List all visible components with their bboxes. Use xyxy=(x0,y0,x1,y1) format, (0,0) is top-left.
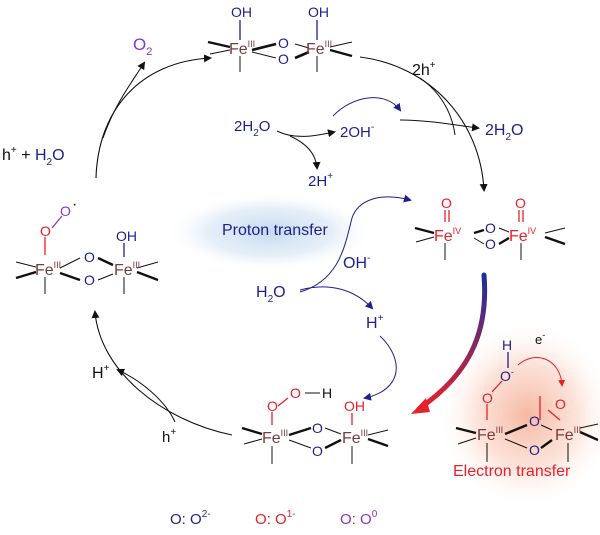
right-fe-right: FeIV xyxy=(509,226,536,245)
top-oh-right: OH xyxy=(308,4,329,20)
et-h: H xyxy=(502,337,512,353)
et-o-hydroxide: O- xyxy=(500,367,514,384)
o2-release-arrow xyxy=(102,61,146,139)
water-split-arrow-b xyxy=(289,135,321,170)
left-o-bound: O xyxy=(40,223,51,239)
label-two-proton-center: 2H+ xyxy=(308,171,333,190)
top-bridge-o-upper: O xyxy=(278,35,289,51)
two-h2o-out-arrow xyxy=(399,119,480,132)
h-plus-to-intermediate-arrow xyxy=(363,335,397,401)
label-electron: e- xyxy=(535,330,545,347)
left-fe-right: FeIII xyxy=(114,260,140,279)
label-two-water-right: 2H2O xyxy=(485,122,523,143)
right-fe-left: FeIV xyxy=(434,226,461,245)
label-water-center: H2O xyxy=(256,284,286,305)
et-bridge-o-upper: O xyxy=(529,413,540,429)
right-bridge-o-upper: O xyxy=(485,220,496,236)
left-fe-left: FeIII xyxy=(35,260,61,279)
legend: O: O2- O: O1- O: O0 xyxy=(170,509,378,528)
left-o-radical: · xyxy=(72,196,77,213)
bottom-h: H xyxy=(322,385,332,401)
label-electron-transfer: Electron transfer xyxy=(453,463,571,480)
et-o-right-top: O xyxy=(555,396,566,412)
water-to-h-plus-arrow xyxy=(299,286,374,310)
legend-item-oxide: O: O2- xyxy=(170,509,211,528)
bottom-o-terminal: O xyxy=(290,385,301,401)
legend-item-dioxygen: O: O0 xyxy=(340,509,378,528)
left-oh: OH xyxy=(116,228,137,244)
label-o2: O2 xyxy=(133,35,152,58)
complex-left xyxy=(15,215,159,294)
complex-top xyxy=(207,20,353,72)
right-bridge-o-lower: O xyxy=(485,236,496,252)
et-o-left-top: O xyxy=(482,390,493,406)
top-bridge-o-lower: O xyxy=(278,51,289,67)
label-two-water-center: 2H2O xyxy=(234,118,270,139)
label-h-plus-water: h+ + H2O xyxy=(2,145,65,168)
right-oxo-right: O xyxy=(515,195,526,211)
cycle-arrow-bottom-left xyxy=(91,310,233,436)
electron-step-arrow-head xyxy=(411,398,430,414)
et-fe-right: FeIII xyxy=(555,425,581,444)
et-bridge-o-lower: O xyxy=(529,442,540,458)
bottom-bridge-o-lower: O xyxy=(312,443,323,459)
label-two-h-plus: 2h+ xyxy=(412,60,436,79)
oh-transfer-arrow-top xyxy=(332,97,402,117)
left-bridge-o-lower: O xyxy=(84,272,95,288)
top-fe-left: FeIII xyxy=(229,39,255,58)
bottom-oh: OH xyxy=(344,398,365,414)
water-to-oh-arrow xyxy=(299,194,412,293)
bottom-bridge-o-upper: O xyxy=(312,420,323,436)
right-oxo-left: O xyxy=(441,195,452,211)
cycle-arrow-top-right xyxy=(359,56,488,192)
bottom-fe-left: FeIII xyxy=(262,428,288,447)
bottom-fe-right: FeIII xyxy=(342,428,368,447)
et-fe-left: FeIII xyxy=(477,425,503,444)
label-proton-transfer: Proton transfer xyxy=(222,222,329,239)
left-bridge-o-upper: O xyxy=(84,249,95,265)
two-h-plus-in-arrow xyxy=(419,77,456,136)
proton-transfer-glow xyxy=(165,192,375,272)
complex-right xyxy=(414,210,566,260)
label-hole: h+ xyxy=(162,427,176,446)
legend-item-peroxide: O: O1- xyxy=(255,509,296,528)
top-oh-left: OH xyxy=(231,4,252,20)
top-fe-right: FeIII xyxy=(306,39,332,58)
complex-bottom xyxy=(241,392,389,464)
bottom-o-bound: O xyxy=(267,398,278,414)
label-hydroxide: OH- xyxy=(343,253,370,272)
water-split-arrow-a xyxy=(276,129,336,138)
cycle-arrow-top-left xyxy=(95,54,212,179)
left-o-terminal: O xyxy=(60,203,71,219)
electron-transfer-glow xyxy=(437,320,600,510)
label-proton-left: H+ xyxy=(92,363,110,382)
h-plus-out-arrow xyxy=(116,368,176,423)
label-proton-center: H+ xyxy=(366,313,384,332)
electron-step-arrow xyxy=(417,272,488,411)
complex-electron-transfer xyxy=(455,352,599,462)
electron-transfer-arrow xyxy=(517,357,566,387)
label-two-hydroxide: 2OH- xyxy=(340,122,374,141)
